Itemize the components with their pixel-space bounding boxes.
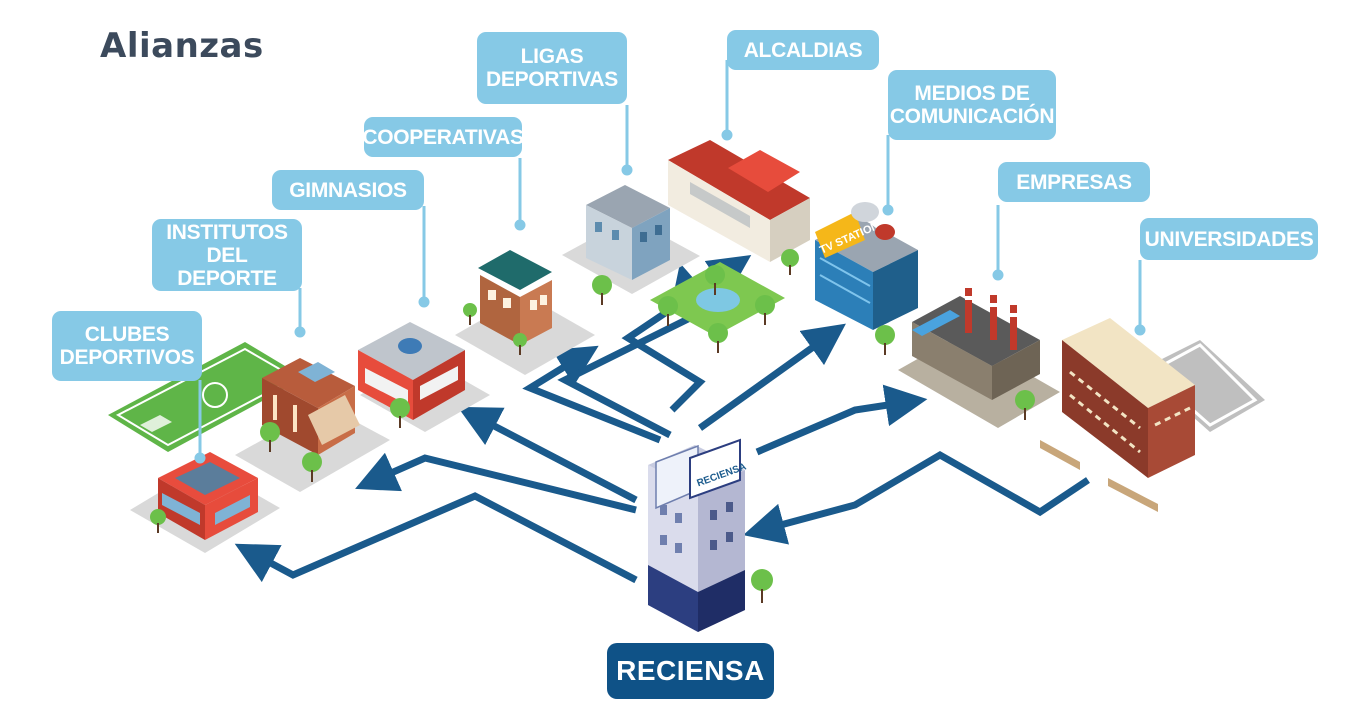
label-ligas-deportivas: LIGAS DEPORTIVAS [477, 32, 627, 104]
tree-icon [592, 275, 612, 305]
arrow-to-empresas [755, 384, 928, 456]
page-title: Alianzas [100, 26, 264, 66]
tree-icon [150, 509, 166, 533]
tree-icon [751, 569, 773, 603]
label-institutos-del-deporte: INSTITUTOS DEL DEPORTE [152, 219, 302, 291]
tree-icon [390, 398, 410, 428]
institute-building [235, 358, 390, 492]
tree-icon [781, 249, 799, 275]
cooperative-building [455, 250, 595, 375]
tree-icon [755, 295, 775, 325]
callout-pointers [194, 60, 1146, 464]
arrow-to-cooperativas [522, 345, 662, 444]
label-alcaldias: ALCALDIAS [727, 30, 879, 70]
label-gimnasios: GIMNASIOS [272, 170, 424, 210]
label-clubes-deportivos: CLUBES DEPORTIVOS [52, 311, 202, 381]
league-office-building [562, 185, 700, 294]
tree-icon [1015, 390, 1035, 420]
arrow-from-universidades [743, 450, 1090, 545]
reciensa-building: RECIENSA [648, 438, 748, 632]
tree-icon [302, 452, 322, 482]
sports-club-building [108, 342, 305, 553]
factory-building [898, 288, 1060, 428]
label-medios-de-comunicacion: MEDIOS DE COMUNICACIÓN [888, 70, 1056, 140]
trees [150, 249, 1035, 603]
arrow-to-gimnasios [457, 406, 638, 504]
tv-station-building: TV STATION [815, 202, 918, 330]
tree-icon [260, 422, 280, 452]
city-hall-building [650, 140, 810, 336]
label-cooperativas: COOPERATIVAS [362, 117, 524, 157]
label-universidades: UNIVERSIDADES [1140, 218, 1318, 260]
label-empresas: EMPRESAS [998, 162, 1150, 202]
arrow-to-institutos [355, 452, 637, 514]
reciensa-label: RECIENSA [607, 643, 774, 699]
tree-icon [705, 265, 725, 295]
tree-icon [658, 296, 678, 326]
tree-icon [708, 323, 728, 353]
tree-icon [463, 303, 477, 325]
connection-arrows [234, 255, 1090, 584]
arrow-to-medios [697, 323, 846, 431]
university-building [1040, 318, 1265, 512]
tree-icon [875, 325, 895, 355]
arrow-to-clubes [234, 492, 638, 584]
tree-icon [513, 333, 527, 355]
